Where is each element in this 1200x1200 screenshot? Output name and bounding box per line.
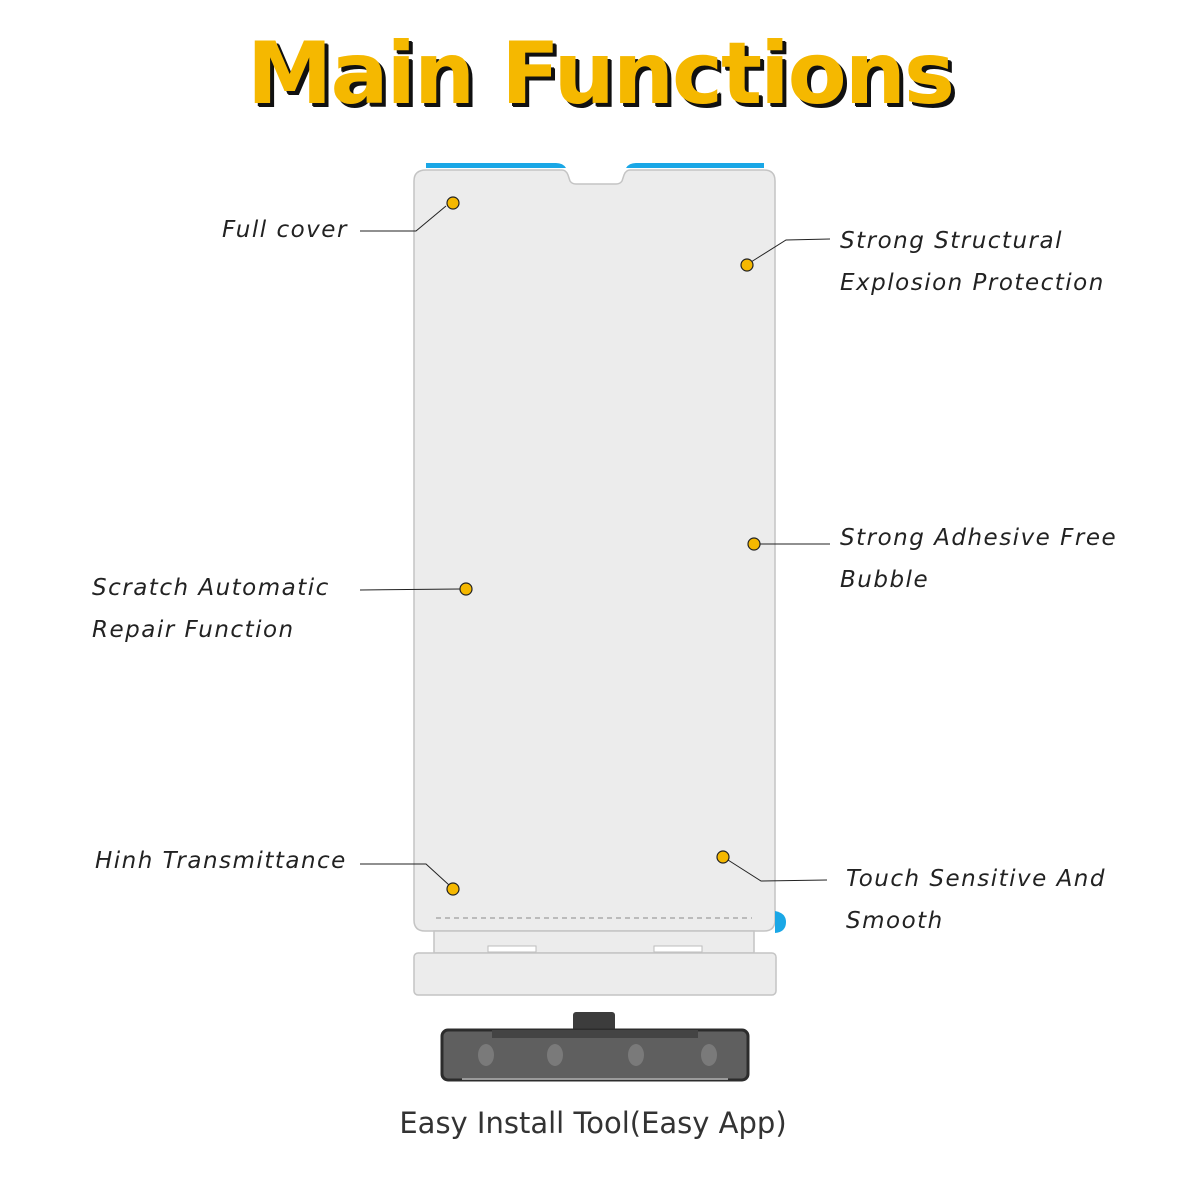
marker-scratch: [459, 582, 473, 596]
label-adhesive-line1: Strong Adhesive Free: [840, 525, 1118, 551]
leader-touch: [727, 859, 828, 882]
leader-structural: [750, 238, 831, 263]
label-adhesive: Strong Adhesive Free Bubble: [840, 517, 1117, 601]
label-transmittance: Hinh Transmittance: [95, 840, 347, 882]
label-scratch: Scratch Automatic Repair Function: [92, 567, 330, 651]
film-backing-base: [413, 952, 777, 996]
film-backing-strip: [433, 930, 755, 954]
label-transmittance-text: Hinh Transmittance: [95, 848, 347, 874]
leader-full-cover: [360, 205, 447, 232]
backing-slot-right: [653, 945, 703, 953]
label-full-cover: Full cover: [222, 209, 348, 251]
install-tool-button-3: [628, 1044, 644, 1066]
marker-structural: [740, 258, 754, 272]
marker-adhesive: [747, 537, 761, 551]
marker-full-cover: [446, 196, 460, 210]
install-tool-button-1: [478, 1044, 494, 1066]
label-structural: Strong Structural Explosion Protection: [840, 220, 1105, 304]
label-touch: Touch Sensitive And Smooth: [846, 858, 1106, 942]
install-tool-button-2: [547, 1044, 563, 1066]
label-structural-line1: Strong Structural: [840, 228, 1063, 254]
leader-transmittance: [360, 863, 450, 886]
screen-protector-film: [413, 169, 776, 932]
film-top-tab-left: [426, 163, 566, 168]
install-tool-top-rim: [492, 1030, 698, 1038]
label-full-cover-text: Full cover: [222, 217, 348, 243]
install-tool-caption: Easy Install Tool(Easy App): [399, 1106, 787, 1140]
film-top-tab-right: [626, 163, 764, 168]
page-title: Main Functions: [246, 24, 955, 124]
label-scratch-line1: Scratch Automatic: [92, 575, 330, 601]
label-scratch-line2: Repair Function: [92, 617, 295, 643]
label-adhesive-line2: Bubble: [840, 567, 930, 593]
marker-transmittance: [446, 882, 460, 896]
label-structural-line2: Explosion Protection: [840, 270, 1105, 296]
film-side-tab: [775, 911, 786, 933]
label-touch-line2: Smooth: [846, 908, 944, 934]
leader-scratch: [359, 588, 461, 591]
marker-touch: [716, 850, 730, 864]
install-tool-button-4: [701, 1044, 717, 1066]
backing-slot-left: [487, 945, 537, 953]
label-touch-line1: Touch Sensitive And: [846, 866, 1106, 892]
